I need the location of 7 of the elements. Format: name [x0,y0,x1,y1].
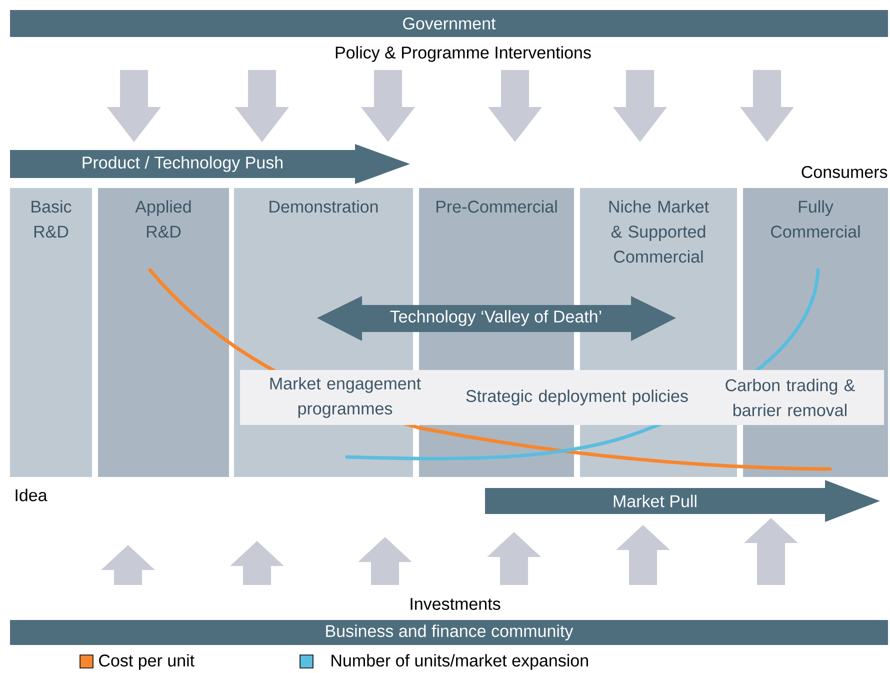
stage-column: Basic R&D [10,188,92,477]
title-band: Government [10,10,888,37]
legend-text: Number of units/market expansion [332,654,588,670]
title-band: Business and finance community [10,620,888,645]
policy-panel: Market engagement programmes Strategic deployment policies Carbon trading & barrier removal [240,370,884,425]
legend-text: Cost per unit [99,654,194,670]
stage-column: Applied R&D [98,188,229,477]
